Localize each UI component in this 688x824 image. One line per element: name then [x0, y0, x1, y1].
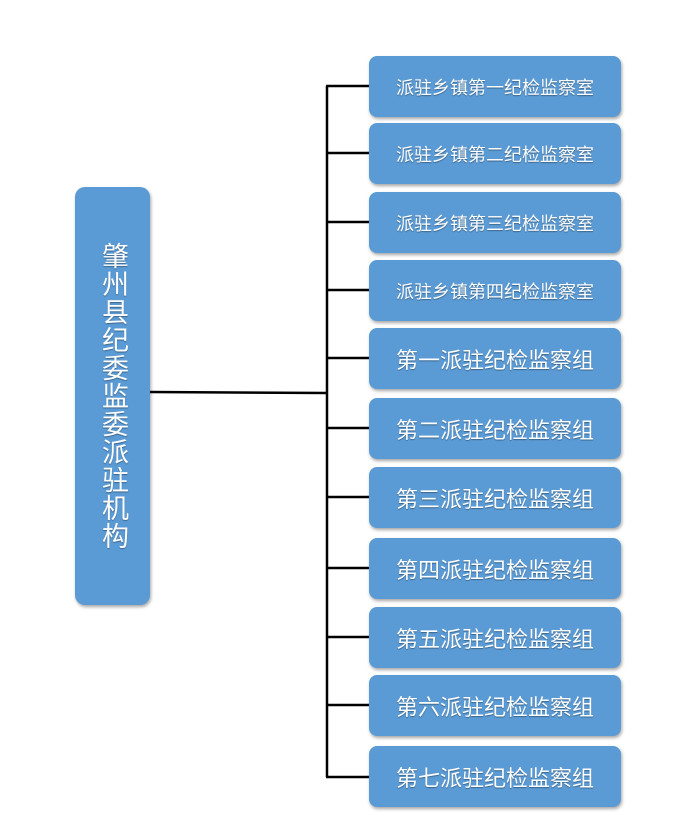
child-node-group-3: 第三派驻纪检监察组 [369, 467, 621, 528]
child-node-group-6: 第六派驻纪检监察组 [369, 675, 621, 736]
child-node-office-3: 派驻乡镇第三纪检监察室 [369, 192, 621, 253]
child-node-group-7: 第七派驻纪检监察组 [369, 746, 621, 807]
root-node: 肇州县纪委监委派驻机构 [75, 187, 150, 605]
child-node-group-2: 第二派驻纪检监察组 [369, 398, 621, 459]
child-node-office-1: 派驻乡镇第一纪检监察室 [369, 56, 621, 117]
root-connector [149, 390, 328, 395]
child-node-office-2: 派驻乡镇第二纪检监察室 [369, 123, 621, 184]
child-node-group-5: 第五派驻纪检监察组 [369, 607, 621, 668]
child-node-office-4: 派驻乡镇第四纪检监察室 [369, 260, 621, 321]
child-node-group-1: 第一派驻纪检监察组 [369, 328, 621, 389]
child-node-group-4: 第四派驻纪检监察组 [369, 538, 621, 599]
